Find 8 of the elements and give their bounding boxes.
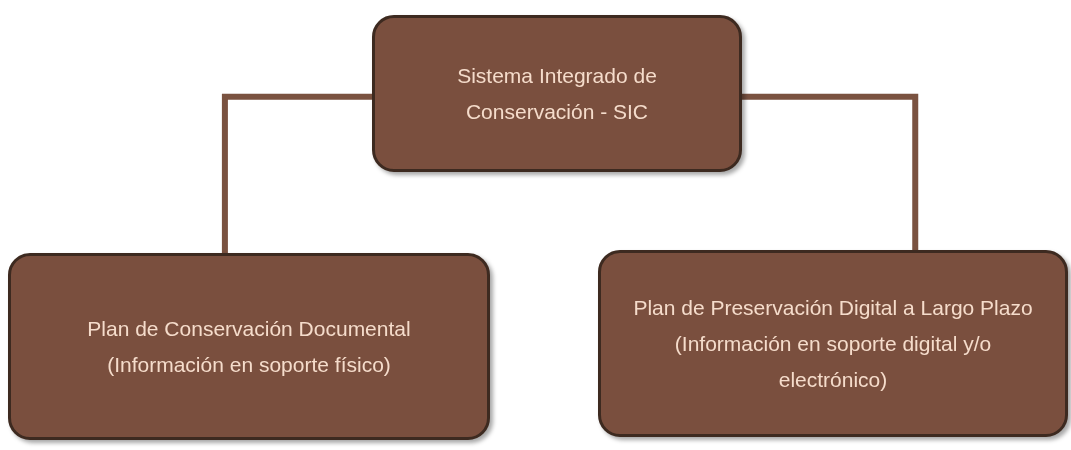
connector-line [221,93,372,253]
process-box [8,253,490,440]
box-label: Sistema Integrado de Conservación - SIC [456,62,658,125]
connector-line [742,93,919,250]
box-label: Plan de Preservación Digital a Largo Plazo (Información en soporte digital y/o electrónico) [632,294,1034,393]
box-label: Plan de Conservación Documental (Información en soporte físico) [86,315,412,378]
process-box [372,15,742,172]
process-box [598,250,1068,437]
